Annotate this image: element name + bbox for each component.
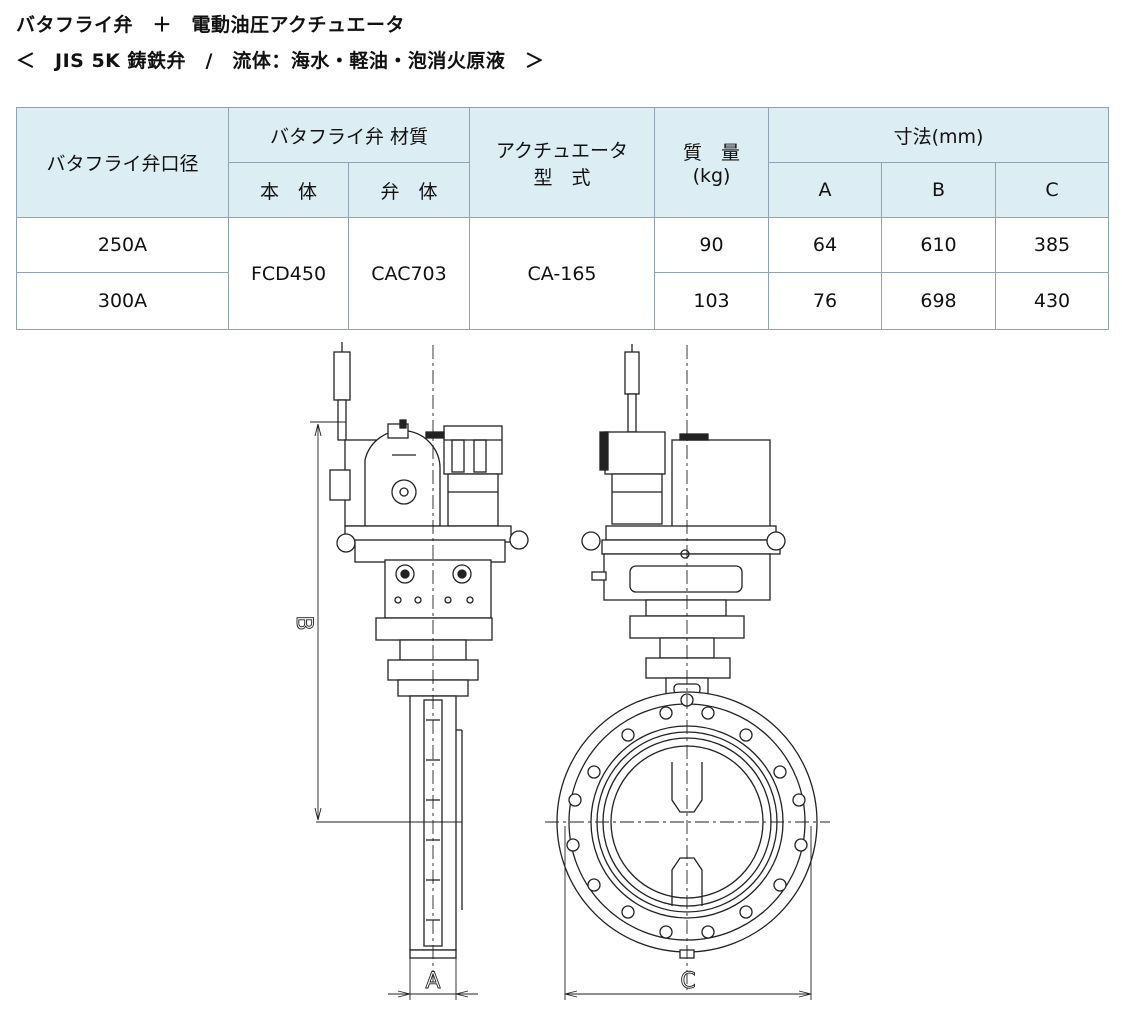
cell-dim-a: 64 <box>768 217 883 273</box>
dimension-a <box>388 950 478 1000</box>
cell-dim-c: 430 <box>995 272 1110 330</box>
label-dimension-b: B <box>291 615 316 630</box>
header-dimensions: 寸法(mm) <box>768 107 1110 163</box>
header-material: バタフライ弁 材質 <box>227 107 471 163</box>
page-subtitle: ＜ JIS 5K 鋳鉄弁 / 流体：海水・軽油・泡消火原液 ＞ <box>16 50 545 72</box>
front-view <box>545 344 830 990</box>
cell-actuator-model: CA-165 <box>469 217 656 330</box>
cell-bore: 250A <box>16 217 229 273</box>
table-row: 300A 103 76 698 430 <box>16 272 1110 330</box>
cell-body-material: FCD450 <box>228 217 349 330</box>
header-actuator-line1: アクチュエータ <box>495 139 629 162</box>
header-bore: バタフライ弁口径 <box>16 107 229 218</box>
header-dim-b: B <box>881 162 997 218</box>
table-row: 250A FCD450 CAC703 CA-165 90 64 610 385 <box>16 217 1110 330</box>
cell-dim-b: 698 <box>881 272 997 330</box>
cell-mass: 103 <box>654 272 770 330</box>
dimension-b <box>310 421 346 821</box>
spec-table: バタフライ弁口径 バタフライ弁 材質 アクチュエータ 型 式 質 量 (kg) … <box>16 107 1110 330</box>
header-actuator-line2: 型 式 <box>533 166 591 189</box>
dimension-c <box>564 826 812 1000</box>
header-mass-line2: (kg) <box>692 165 731 187</box>
side-view <box>316 342 529 985</box>
cell-disc-material: CAC703 <box>347 217 471 330</box>
header-body: 本 体 <box>228 162 349 218</box>
label-dimension-c: C <box>680 969 695 994</box>
page-title: バタフライ弁 ＋ 電動油圧アクチュエータ <box>16 14 406 36</box>
header-dim-c: C <box>995 162 1110 218</box>
header-mass-line1: 質 量 <box>683 142 741 164</box>
cell-dim-b: 610 <box>881 217 997 273</box>
header-disc: 弁 体 <box>347 162 471 218</box>
cell-bore: 300A <box>16 272 229 330</box>
header-mass: 質 量 (kg) <box>654 107 770 218</box>
label-dimension-a: A <box>425 969 440 994</box>
header-actuator: アクチュエータ 型 式 <box>469 107 656 218</box>
header-dim-a: A <box>768 162 883 218</box>
cell-dim-a: 76 <box>768 272 883 330</box>
